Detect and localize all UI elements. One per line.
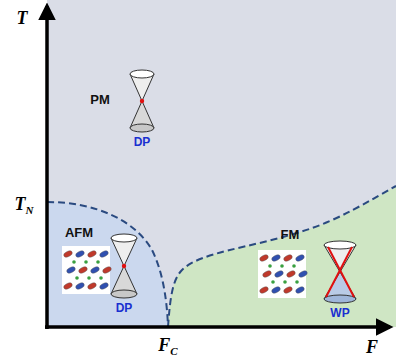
y-axis [45, 6, 49, 329]
phase-region: FM WP [168, 186, 396, 327]
node-type: DP [134, 136, 151, 148]
fm-region [168, 186, 396, 327]
phase-name: AFM [65, 226, 93, 239]
dirac-cone [130, 70, 154, 132]
phase-boundary [168, 186, 396, 327]
crystal-structure [258, 250, 308, 298]
pm-region [47, 0, 396, 327]
axis-label: FC [158, 336, 177, 357]
phase-region: PM DP [47, 0, 396, 327]
phase-name: FM [281, 228, 300, 241]
phase-region: AFM DP [47, 200, 171, 327]
phase-name: PM [90, 93, 110, 106]
phase-boundary [47, 202, 168, 327]
axis-label: TN [15, 195, 34, 216]
afm-region [47, 202, 168, 327]
node-type: DP [116, 302, 133, 314]
crystal-structure [62, 246, 112, 294]
dirac-cone [111, 234, 137, 298]
axis-label: F [366, 338, 378, 356]
weyl-cone [324, 241, 356, 303]
node-type: WP [330, 307, 349, 319]
x-axis [45, 325, 390, 329]
axis-label: T [17, 9, 28, 27]
